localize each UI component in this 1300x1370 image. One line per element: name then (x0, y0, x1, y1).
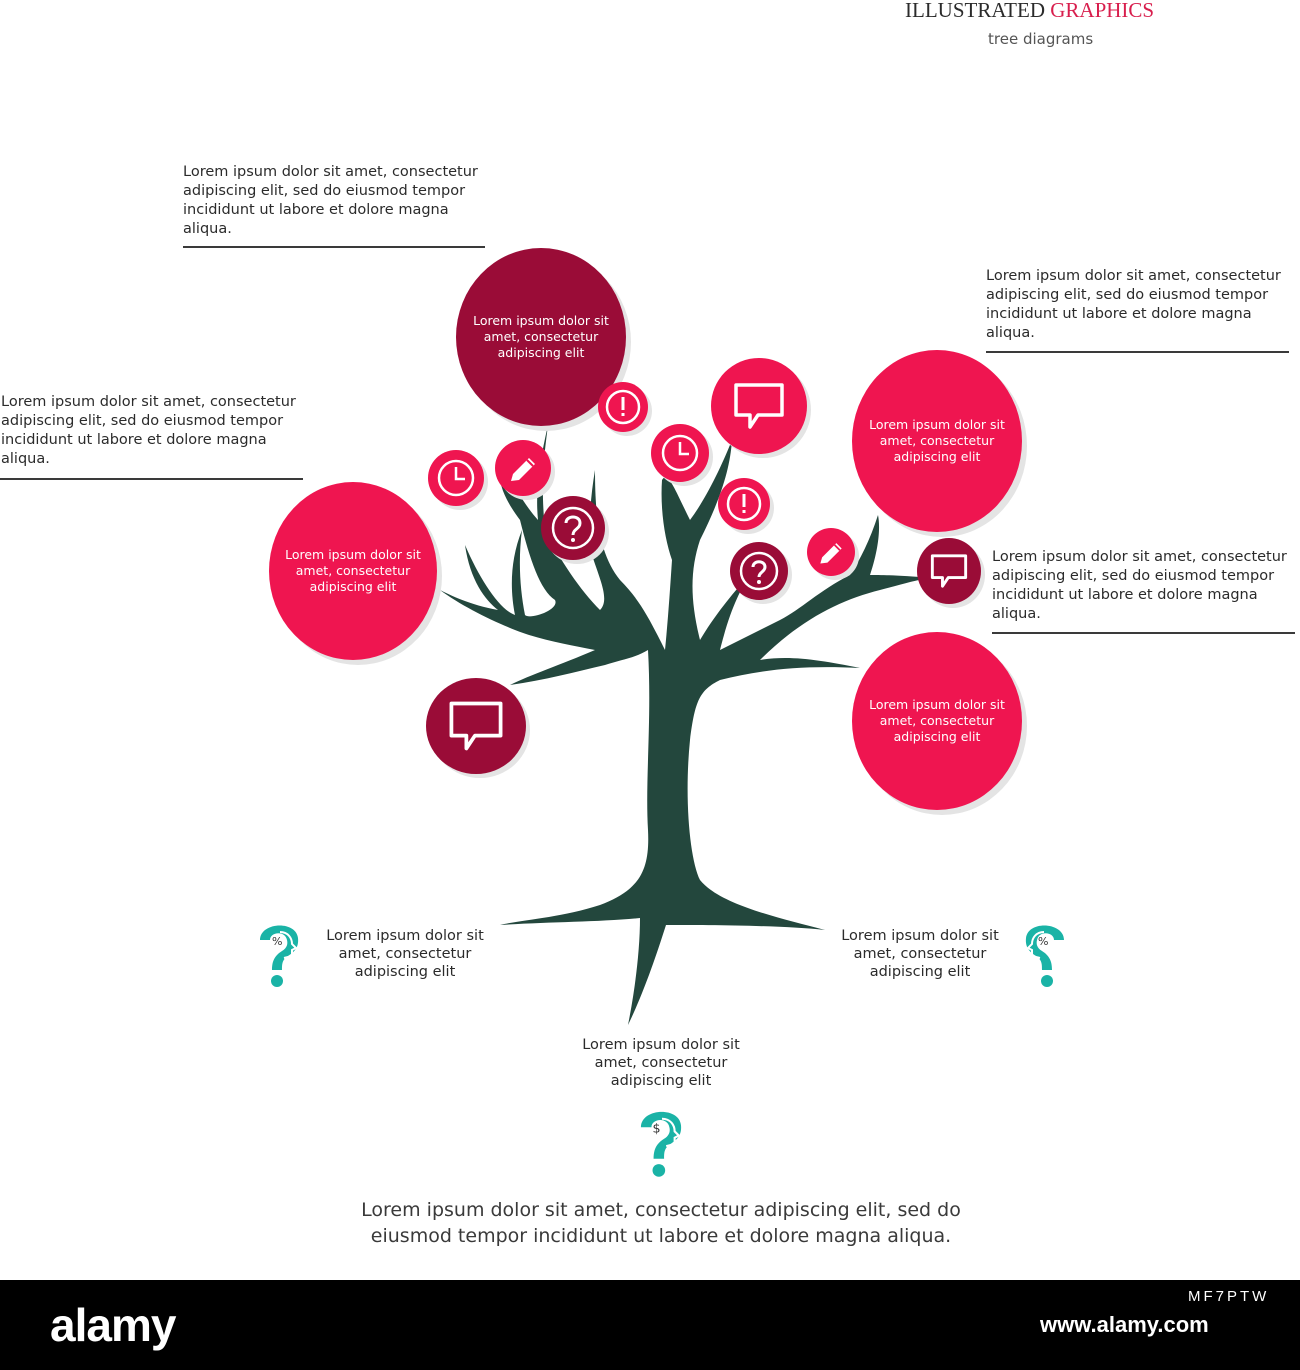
callout-line-top-right (986, 351, 1289, 353)
circle-top-text: Lorem ipsum dolor sit amet, consectetur … (473, 313, 609, 360)
pencil-icon (495, 440, 551, 496)
speech-bubble-icon (917, 538, 981, 604)
clock-icon (428, 450, 484, 506)
callout-line-right (992, 632, 1295, 634)
bottom-text: Lorem ipsum dolor sit amet, consectetur … (361, 1199, 961, 1247)
speech-bubble-icon (426, 678, 526, 774)
root-left-symbol: % (272, 935, 282, 948)
circle-lower-right-text: Lorem ipsum dolor sit amet, consectetur … (869, 697, 1005, 744)
callout-line-top-left (183, 246, 485, 248)
exclamation-icon (598, 382, 648, 432)
circle-left-text: Lorem ipsum dolor sit amet, consectetur … (285, 547, 421, 594)
circle-upper-right-text: Lorem ipsum dolor sit amet, consectetur … (869, 417, 1005, 464)
header-title: ILLUSTRATED GRAPHICS (905, 0, 1154, 23)
head-question-icon: % (1016, 918, 1072, 992)
circle-lower-right: Lorem ipsum dolor sit amet, consectetur … (852, 632, 1022, 810)
callout-right: Lorem ipsum dolor sit amet, consectetur … (992, 549, 1287, 622)
header-title-part2: GRAPHICS (1050, 0, 1155, 22)
root-right-symbol: % (1038, 935, 1048, 948)
circle-upper-right: Lorem ipsum dolor sit amet, consectetur … (852, 350, 1022, 532)
callout-left: Lorem ipsum dolor sit amet, consectetur … (1, 394, 296, 467)
callout-top-right: Lorem ipsum dolor sit amet, consectetur … (986, 268, 1281, 341)
clock-icon (651, 424, 709, 482)
callout-line-left (0, 478, 303, 480)
footer-logo: alamy (50, 1299, 176, 1351)
root-center-text: Lorem ipsum dolor sit amet, consectetur … (582, 1037, 740, 1089)
head-question-icon: $ (630, 1104, 694, 1182)
header-subtitle: tree diagrams (988, 30, 1094, 48)
tree-trunk (440, 425, 930, 1025)
root-center-symbol: $ (653, 1120, 661, 1135)
footer-site: www.alamy.com (1040, 1312, 1209, 1337)
footer-stock-id: MF7PTW (1188, 1288, 1270, 1305)
tree-diagram (440, 425, 930, 1025)
footer-bar (0, 1280, 1300, 1370)
callout-top-left: Lorem ipsum dolor sit amet, consectetur … (183, 164, 478, 237)
speech-bubble-icon (711, 358, 807, 454)
pencil-icon (807, 528, 855, 576)
header-title-part1: ILLUSTRATED (905, 0, 1045, 22)
circle-left: Lorem ipsum dolor sit amet, consectetur … (269, 482, 437, 660)
circle-top: Lorem ipsum dolor sit amet, consectetur … (456, 248, 626, 426)
exclamation-icon (718, 478, 770, 530)
root-left-text: Lorem ipsum dolor sit amet, consectetur … (326, 928, 484, 980)
question-icon (541, 496, 605, 560)
root-right-text: Lorem ipsum dolor sit amet, consectetur … (841, 928, 999, 980)
question-icon (730, 542, 788, 600)
head-question-icon: % (252, 918, 308, 992)
tree-trunk-and-branches (440, 425, 930, 1025)
